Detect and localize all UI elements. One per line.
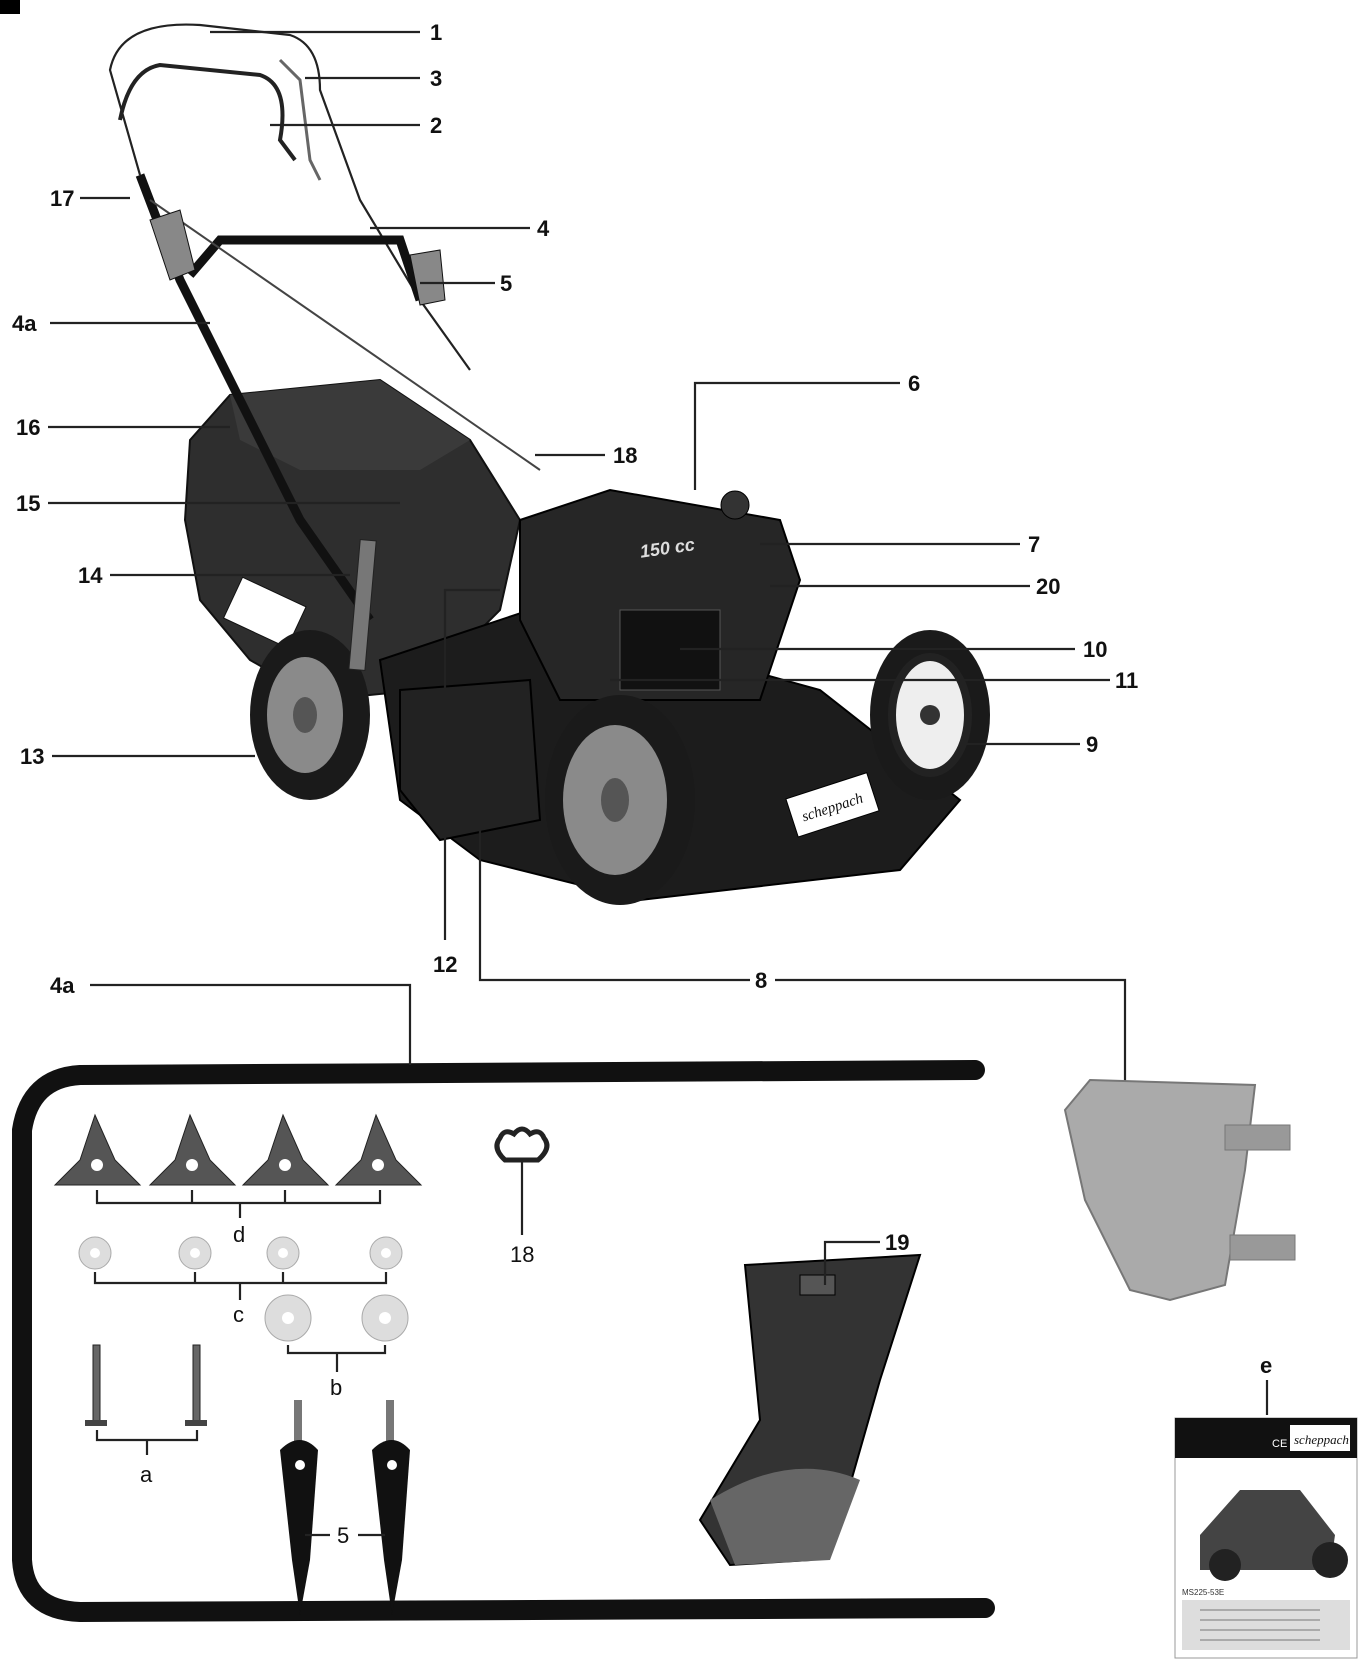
drive-lever — [278, 58, 322, 181]
label-11: 11 — [1115, 668, 1138, 693]
engine-cover — [519, 488, 802, 701]
cable-clip-18 — [494, 1126, 550, 1235]
label-13: 13 — [20, 744, 44, 769]
label-9: 9 — [1086, 732, 1098, 757]
label-b: b — [330, 1375, 342, 1400]
star-knob-4 — [334, 1113, 423, 1186]
label-17: 17 — [50, 186, 74, 211]
grass-catcher-top — [230, 380, 470, 470]
handle-crossbar — [186, 235, 425, 302]
label-7: 7 — [1028, 532, 1040, 557]
label-19: 19 — [885, 1230, 909, 1255]
operating-manual-e: scheppach CE MS225-53E — [1174, 1380, 1358, 1659]
cutting-height-lever — [348, 538, 377, 671]
label-6: 6 — [908, 371, 920, 396]
label-4: 4 — [537, 216, 550, 241]
lawn-mower-illustration: 150 cc scheppach — [108, 23, 990, 905]
label-parts-18: 18 — [510, 1242, 534, 1267]
quick-release-levers-5 — [280, 1400, 410, 1615]
label-14: 14 — [78, 563, 103, 588]
front-wheel-right — [870, 630, 990, 800]
label-12: 12 — [433, 952, 457, 977]
manual-brand-text: scheppach — [1294, 1432, 1349, 1447]
large-washers-b — [264, 1294, 409, 1372]
upper-handle — [108, 23, 471, 371]
front-wheel-left — [545, 695, 695, 905]
grass-catcher-brand-label — [222, 576, 307, 649]
label-e: e — [1260, 1353, 1272, 1378]
label-parts-4a: 4a — [50, 973, 75, 998]
label-2: 2 — [430, 113, 442, 138]
brake-bar — [118, 62, 297, 162]
throttle-cable — [149, 199, 541, 471]
label-8: 8 — [755, 968, 767, 993]
label-d: d — [233, 1222, 245, 1247]
label-15: 15 — [16, 491, 40, 516]
bolts-a — [85, 1344, 207, 1455]
corner-marker — [0, 0, 20, 14]
discharge-flap-19 — [698, 1240, 922, 1567]
side-discharge-cover — [399, 678, 542, 842]
handle-tube-4a — [11, 1060, 995, 1623]
label-16: 16 — [16, 415, 40, 440]
main-callouts: 1 3 2 17 4 5 4a 6 16 18 15 7 14 20 10 11 — [12, 20, 1138, 1090]
oil-cap — [720, 490, 750, 520]
mulching-insert-8 — [1063, 1078, 1296, 1302]
label-18: 18 — [613, 443, 637, 468]
rear-wheel-left — [250, 630, 370, 800]
label-a: a — [140, 1462, 153, 1487]
label-c: c — [233, 1302, 244, 1327]
quick-release-lever-right — [409, 249, 446, 306]
quick-release-lever-left — [149, 209, 196, 281]
star-knob-2 — [148, 1113, 237, 1186]
label-1: 1 — [430, 20, 442, 45]
label-4a: 4a — [12, 311, 37, 336]
small-washers-c — [78, 1236, 403, 1300]
label-10: 10 — [1083, 637, 1107, 662]
star-knobs-d — [53, 1113, 423, 1218]
manual-model-text: MS225-53E — [1182, 1588, 1224, 1597]
label-20: 20 — [1036, 574, 1060, 599]
star-knob-3 — [241, 1113, 330, 1186]
label-3: 3 — [430, 66, 442, 91]
deck-brand-label — [785, 772, 880, 838]
star-knob-1 — [53, 1113, 142, 1186]
loose-parts-section: 4a d c — [11, 973, 1358, 1659]
manual-ce-mark: CE — [1272, 1438, 1287, 1450]
label-parts-5: 5 — [337, 1523, 349, 1548]
label-5: 5 — [500, 271, 512, 296]
